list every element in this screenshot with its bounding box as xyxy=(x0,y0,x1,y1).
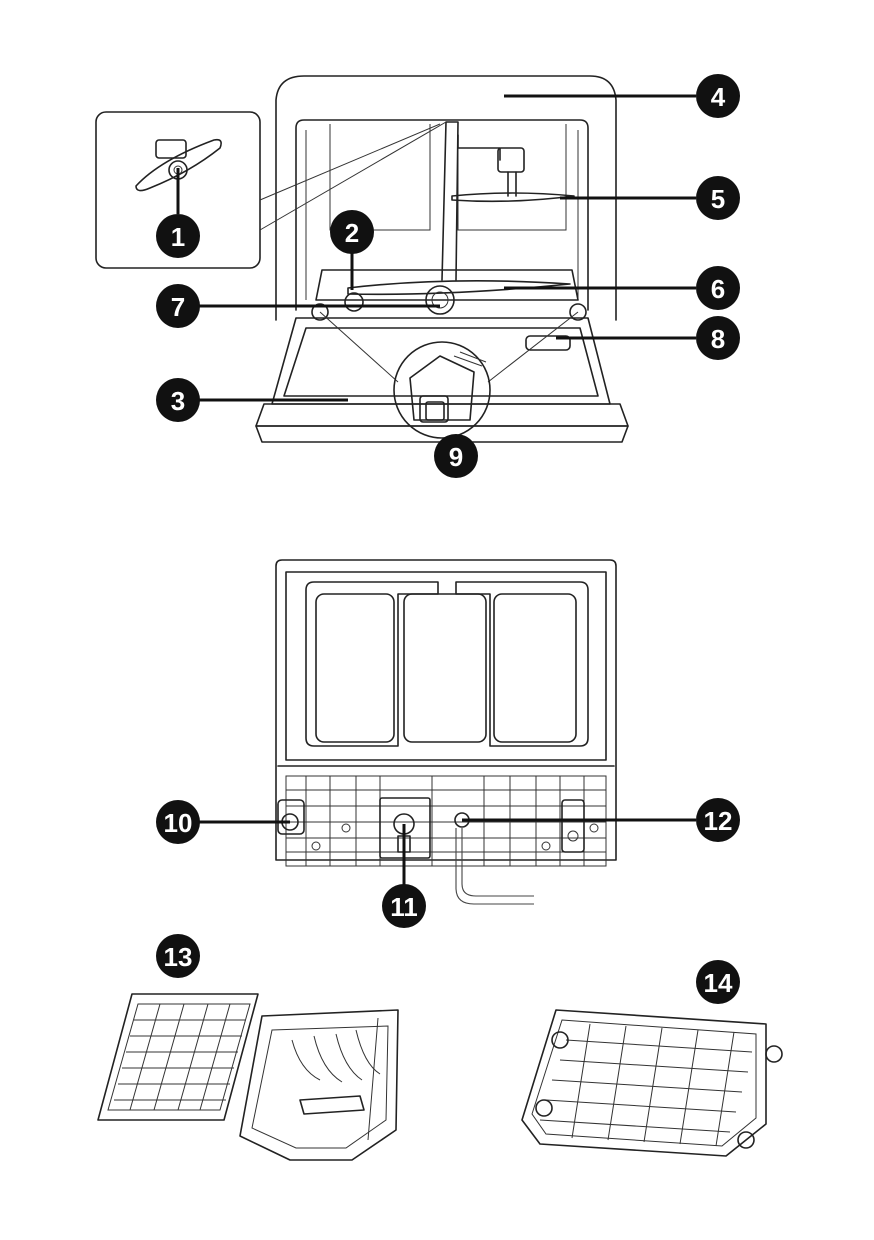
svg-text:1: 1 xyxy=(171,222,185,252)
svg-text:9: 9 xyxy=(449,442,463,472)
callout-7: 7 xyxy=(156,284,200,328)
svg-text:5: 5 xyxy=(711,184,725,214)
callout-14: 14 xyxy=(696,960,740,1004)
svg-text:3: 3 xyxy=(171,386,185,416)
svg-text:6: 6 xyxy=(711,274,725,304)
detergent-dispenser xyxy=(525,335,571,351)
callout-3: 3 xyxy=(156,378,200,422)
callout-10: 10 xyxy=(156,800,200,844)
svg-text:13: 13 xyxy=(164,942,193,972)
svg-text:4: 4 xyxy=(711,82,726,112)
svg-text:12: 12 xyxy=(704,806,733,836)
filter xyxy=(425,285,455,315)
dishwasher-front-view xyxy=(255,75,629,443)
svg-text:10: 10 xyxy=(164,808,193,838)
callout-13: 13 xyxy=(156,934,200,978)
upper-spray-arm xyxy=(451,192,575,203)
callout-8: 8 xyxy=(696,316,740,360)
door-inner xyxy=(271,317,611,405)
callout-2: 2 xyxy=(330,210,374,254)
upper-rack-and-cutlery-tray xyxy=(97,993,399,1161)
callout-11: 11 xyxy=(382,884,426,928)
callout-4: 4 xyxy=(696,74,740,118)
svg-text:2: 2 xyxy=(345,218,359,248)
callout-5: 5 xyxy=(696,176,740,220)
dishwasher-back-view xyxy=(275,559,617,905)
callout-12: 12 xyxy=(696,798,740,842)
svg-text:11: 11 xyxy=(390,892,418,922)
svg-text:7: 7 xyxy=(171,292,185,322)
lower-rack xyxy=(521,1009,783,1157)
leader-lines xyxy=(176,94,696,886)
callout-1: 1 xyxy=(156,214,200,258)
latch-detail xyxy=(393,341,491,439)
callout-6: 6 xyxy=(696,266,740,310)
svg-text:14: 14 xyxy=(704,968,733,998)
svg-text:8: 8 xyxy=(711,324,725,354)
callout-9: 9 xyxy=(434,434,478,478)
lower-spray-arm xyxy=(347,280,571,296)
spray-arm-inset xyxy=(95,111,447,269)
